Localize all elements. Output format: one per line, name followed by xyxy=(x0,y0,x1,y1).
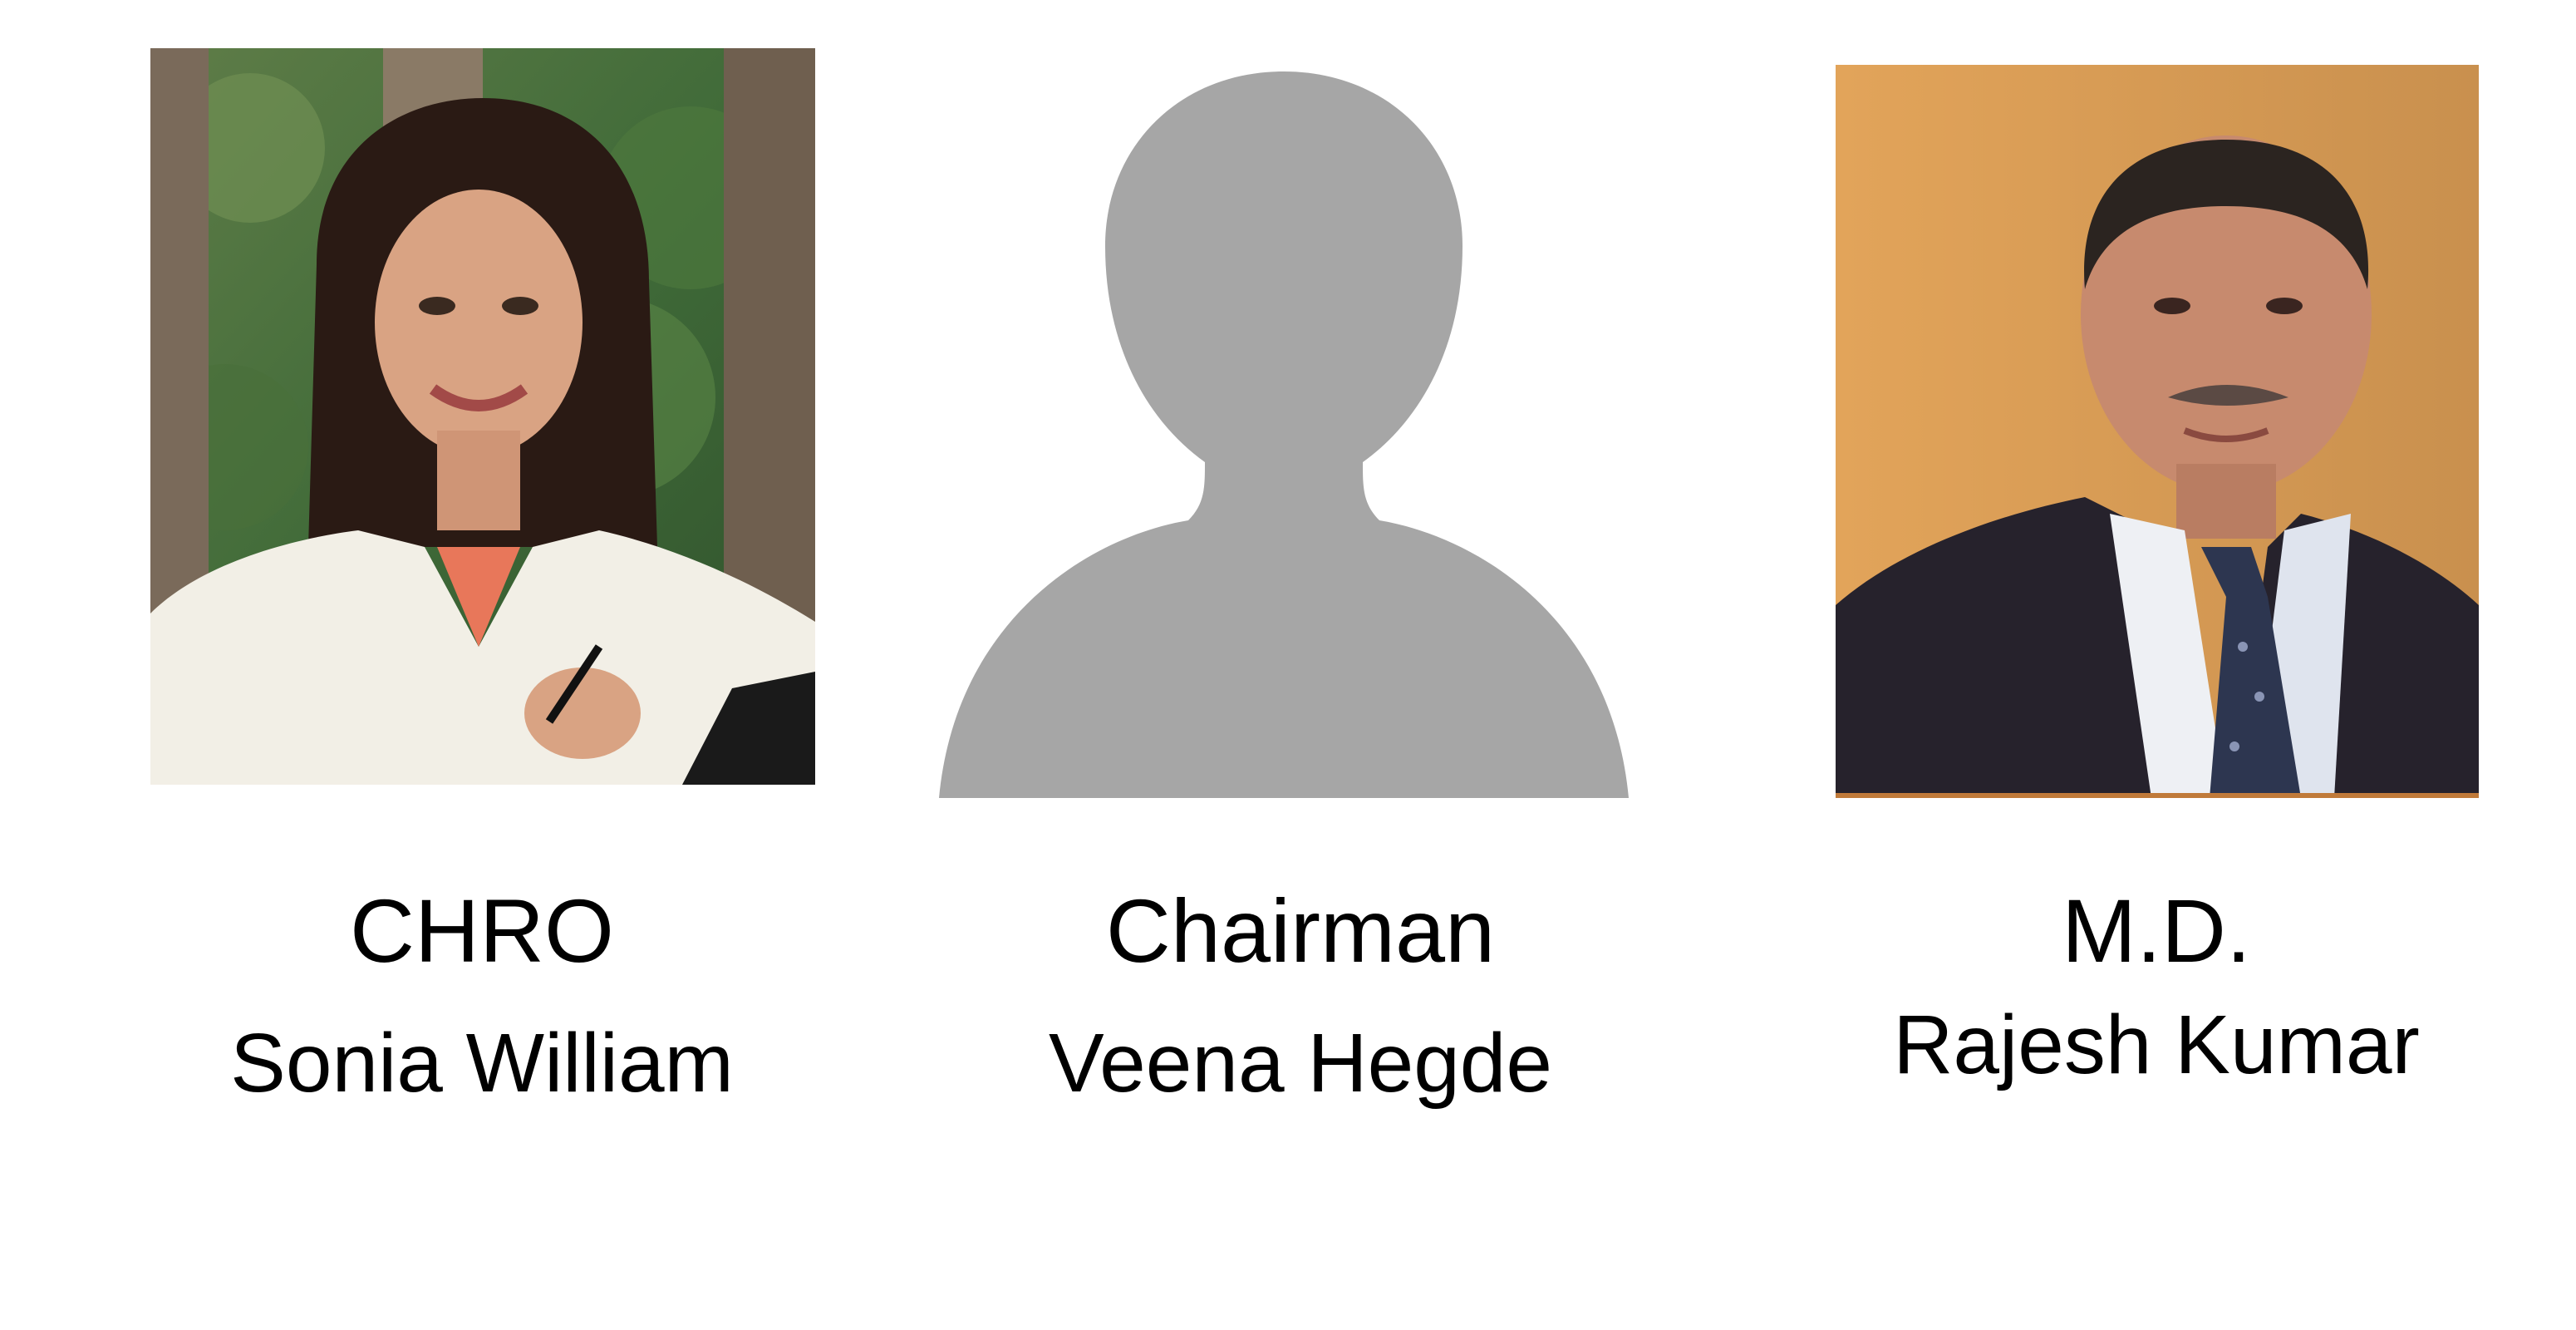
role-title: CHRO xyxy=(350,880,614,981)
man-portrait-photo xyxy=(1836,65,2479,798)
profile-card-md: M.D. Rajesh Kumar xyxy=(1741,0,2572,1330)
person-name: Veena Hegde xyxy=(1048,1017,1553,1110)
woman-portrait-photo xyxy=(150,48,815,785)
role-title: M.D. xyxy=(2062,880,2251,981)
profile-card-chairman: Chairman Veena Hegde xyxy=(885,0,1716,1330)
person-name: Sonia William xyxy=(230,1017,734,1110)
person-silhouette-icon xyxy=(939,71,1629,798)
profile-card-chro: CHRO Sonia William xyxy=(66,0,897,1330)
person-name: Rajesh Kumar xyxy=(1893,998,2420,1091)
role-title: Chairman xyxy=(1105,880,1496,981)
